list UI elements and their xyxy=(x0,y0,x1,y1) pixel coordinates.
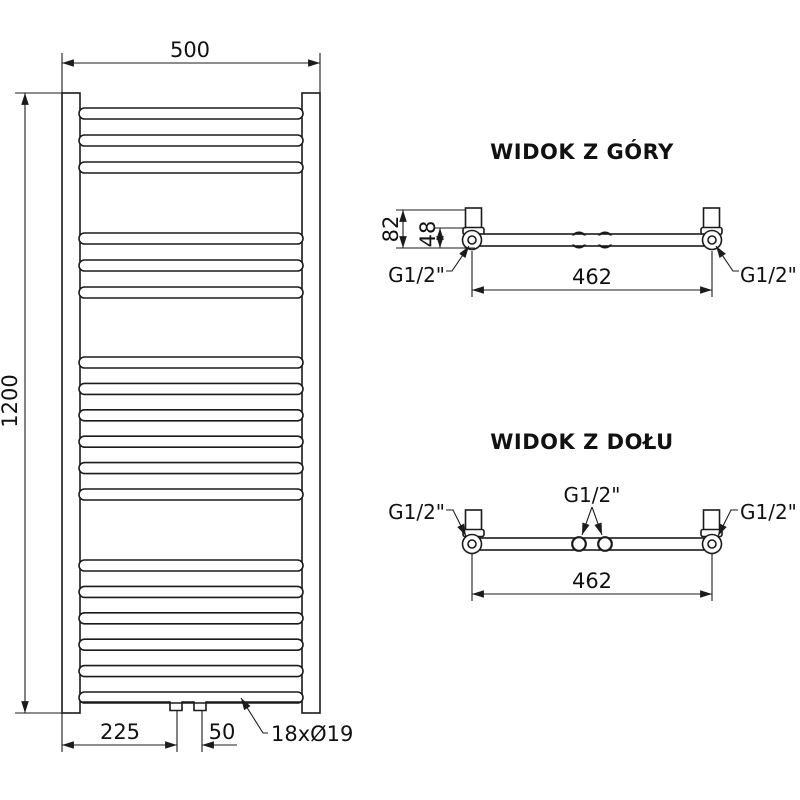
tube-note-label: 18xØ19 xyxy=(271,722,353,746)
thread-label: G1/2" xyxy=(564,483,621,507)
right-side-tube xyxy=(301,92,321,714)
rung xyxy=(78,585,304,599)
rung xyxy=(78,461,304,475)
rung-group xyxy=(78,107,304,704)
top-view-right-bracket xyxy=(702,207,721,229)
bottom-view-title: WIDOK Z DOŁU xyxy=(490,430,673,454)
dim-span-label: 462 xyxy=(572,569,612,593)
top-view-title: WIDOK Z GÓRY xyxy=(490,139,674,164)
rung xyxy=(78,161,304,174)
bottom-view-center-connection-right xyxy=(597,536,613,552)
bottom-view-right-bracket xyxy=(702,509,721,531)
dim-span-top: 462 xyxy=(471,251,713,297)
front-view: 500 1200 225 50 18xØ19 xyxy=(0,38,353,752)
rung xyxy=(78,488,304,501)
bottom-view: WIDOK Z DOŁU G1/2" G1/2" G1/2" xyxy=(388,430,797,601)
dim-height-label: 1200 xyxy=(0,374,22,427)
rung xyxy=(78,232,304,245)
dim-bottom-connections: 225 50 xyxy=(61,710,237,752)
dim-total-depth: 82 xyxy=(379,209,475,249)
left-side-tube xyxy=(61,92,81,714)
rung xyxy=(78,382,304,396)
dim-span-bottom: 462 xyxy=(471,554,713,601)
bottom-view-collector-bar xyxy=(471,537,713,551)
thread-label: G1/2" xyxy=(740,263,797,287)
top-view-thread-left: G1/2" xyxy=(388,245,470,287)
dim-span-label: 462 xyxy=(572,265,612,289)
bottom-view-thread-right: G1/2" xyxy=(717,500,797,537)
bottom-view-thread-center: G1/2" xyxy=(564,483,621,536)
rung xyxy=(78,435,304,449)
dim-width-label: 500 xyxy=(170,38,210,62)
rung xyxy=(78,638,304,652)
rung xyxy=(78,134,304,147)
dim-height: 1200 xyxy=(0,92,62,714)
bottom-view-left-bracket xyxy=(464,509,483,531)
rung xyxy=(78,286,304,299)
rung xyxy=(78,559,304,572)
bottom-view-center-connection-left xyxy=(571,536,587,552)
rung xyxy=(78,664,304,678)
rung xyxy=(78,356,304,369)
dim-width: 500 xyxy=(61,38,321,93)
dim-total-depth-label: 82 xyxy=(379,216,403,243)
top-view-left-bracket xyxy=(464,207,483,229)
tube-note: 18xØ19 xyxy=(240,697,353,746)
bottom-view-thread-left: G1/2" xyxy=(388,500,467,537)
dim-axis-depth: 48 xyxy=(416,221,466,248)
rung xyxy=(78,107,304,120)
rung xyxy=(78,408,304,422)
top-view-thread-right: G1/2" xyxy=(715,245,797,287)
thread-label: G1/2" xyxy=(388,263,445,287)
dim-axis-depth-label: 48 xyxy=(416,221,440,248)
thread-label: G1/2" xyxy=(740,500,797,524)
dim-bottom-center-label: 50 xyxy=(209,720,236,744)
dim-bottom-left-label: 225 xyxy=(100,720,140,744)
rung xyxy=(78,259,304,272)
top-view: WIDOK Z GÓRY 82 48 xyxy=(379,139,797,297)
thread-label: G1/2" xyxy=(388,500,445,524)
rung xyxy=(78,611,304,625)
bottom-collector-profile xyxy=(80,701,302,712)
